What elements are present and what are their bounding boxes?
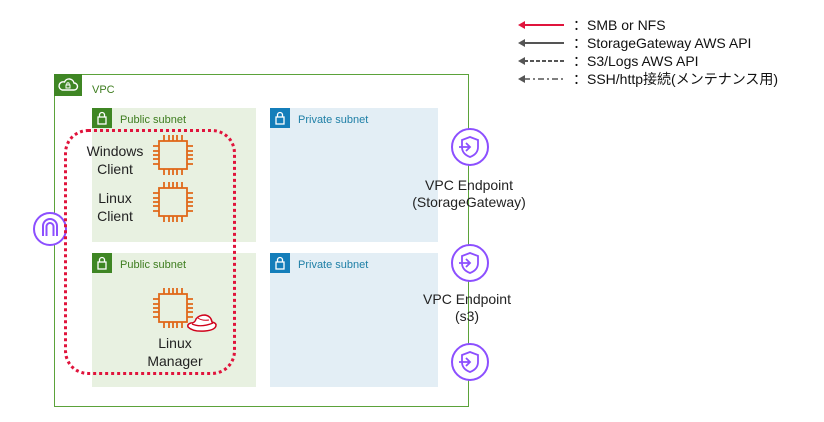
vpc-endpoint-icon [451,128,489,166]
legend-text: ：StorageGateway AWS API [573,35,752,51]
private-subnet-label: Private subnet [298,259,369,271]
lock-icon [92,253,112,273]
vpc-endpoint-icon [451,244,489,282]
legend-text: ：SMB or NFS [573,17,666,33]
private-subnet-top [270,108,438,242]
legend-text: ：S3/Logs AWS API [573,53,699,69]
s3-endpoint-label: VPC Endpoint (s3) [423,291,511,324]
storagegateway-endpoint-label: VPC Endpoint (StorageGateway) [412,177,526,210]
legend-line-dashdot [518,75,564,83]
vpc-endpoint-icon [451,343,489,381]
lock-icon [270,108,290,128]
public-subnet-label: Public subnet [120,114,187,126]
windows-client-label: Windows Client [86,143,144,177]
legend-line-solid-red [518,21,564,29]
linux-manager-label: Linux Manager [147,335,203,369]
ec2-instance-icon [153,182,193,222]
legend-line-solid-gray [518,39,564,47]
legend-line-dashed [518,57,564,65]
vpc-cloud-icon [54,74,82,96]
lock-icon [92,108,112,128]
red-hat-icon [187,314,217,332]
client-group-boundary [64,129,236,375]
ec2-instance-icon [153,288,193,328]
lock-icon [270,253,290,273]
ec2-instance-icon [153,135,193,175]
internet-gateway-icon [33,212,67,246]
legend-text: ：SSH/http接続(メンテナンス用) [573,71,779,87]
public-subnet-label: Public subnet [120,259,187,271]
private-subnet-bottom [270,253,438,387]
vpc-label: VPC [92,84,115,96]
linux-client-label: Linux Client [97,190,133,224]
private-subnet-label: Private subnet [298,114,369,126]
